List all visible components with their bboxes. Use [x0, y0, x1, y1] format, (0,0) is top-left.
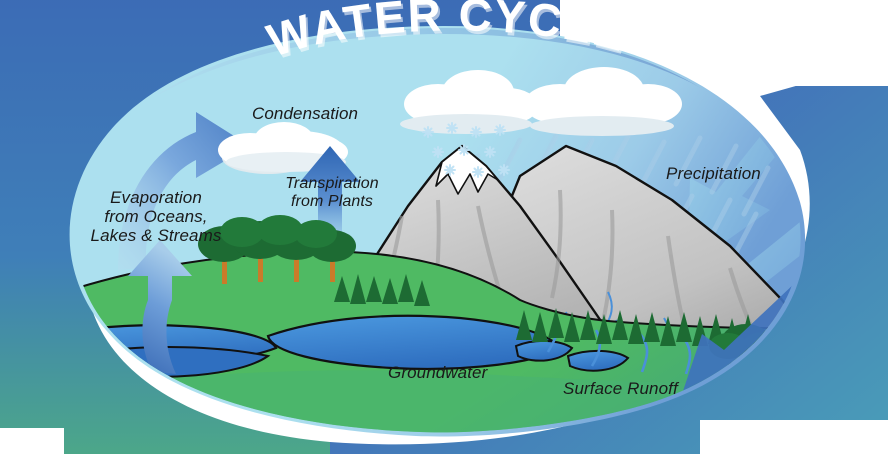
- evaporation-arrow: [128, 240, 192, 374]
- cloud-condensation: [218, 122, 348, 174]
- snow-cap: [435, 145, 499, 195]
- label-surface-runoff: Surface Runoff: [563, 379, 678, 398]
- cloud-group: [218, 67, 682, 174]
- conifers-left: [334, 274, 430, 306]
- label-transpiration: Transpiration from Plants: [285, 175, 379, 210]
- cloud-snow: [400, 70, 538, 134]
- label-evaporation: Evaporation from Oceans, Lakes & Streams: [90, 188, 222, 246]
- cloud-rain: [524, 67, 682, 136]
- label-groundwater: Groundwater: [388, 363, 488, 382]
- transpiration-arrow: [300, 146, 360, 246]
- pond-b: [566, 350, 630, 372]
- evaporation-curved-arrow: [118, 112, 250, 270]
- snowflakes: [422, 122, 510, 178]
- label-condensation: Condensation: [252, 104, 359, 123]
- land-shadow-band: [74, 370, 801, 433]
- label-precipitation: Precipitation: [666, 164, 761, 183]
- deciduous-trees: [198, 215, 356, 284]
